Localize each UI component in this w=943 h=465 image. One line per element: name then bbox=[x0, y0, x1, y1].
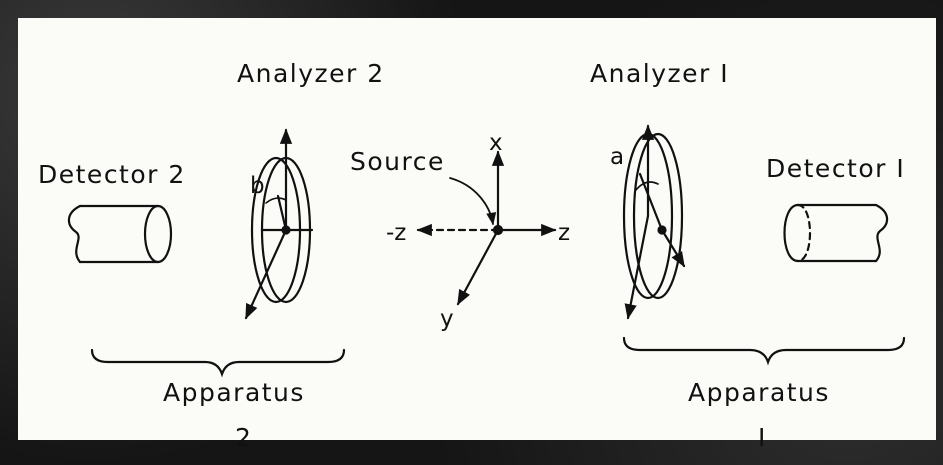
axis-neg-z-label: -z bbox=[386, 220, 406, 246]
axis-x-label: x bbox=[489, 130, 503, 156]
analyzer-2-label: Analyzer 2 bbox=[237, 59, 385, 88]
detector-2-label: Detector 2 bbox=[38, 160, 186, 189]
axis-y-label: y bbox=[440, 306, 454, 332]
apparatus-2-bracket bbox=[90, 348, 346, 378]
analyzer-2-disc bbox=[244, 128, 314, 320]
axis-z-label: z bbox=[558, 220, 570, 246]
detector-1-cylinder bbox=[783, 203, 889, 263]
apparatus-1-title: Apparatus bbox=[688, 378, 830, 407]
source-label: Source bbox=[350, 147, 445, 176]
detector-1-label: Detector I bbox=[766, 154, 905, 183]
analyzer-1-label: Analyzer I bbox=[590, 59, 729, 88]
apparatus-2-number: 2 bbox=[235, 423, 252, 452]
analyzer-1-disc bbox=[622, 124, 686, 320]
apparatus-1-bracket bbox=[622, 336, 906, 366]
angle-b-label: b bbox=[250, 173, 265, 199]
coordinate-axes bbox=[416, 150, 557, 306]
angle-a-label: a bbox=[610, 144, 624, 170]
detector-2-cylinder bbox=[67, 204, 173, 264]
apparatus-2-title: Apparatus bbox=[163, 378, 305, 407]
apparatus-1-number: I bbox=[758, 423, 767, 452]
